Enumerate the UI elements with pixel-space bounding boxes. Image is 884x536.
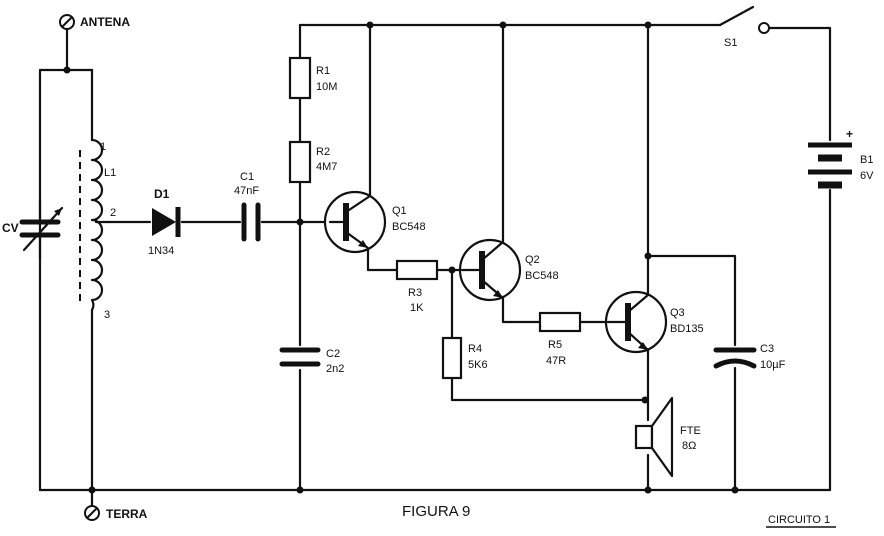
- antenna-label: ANTENA: [80, 15, 130, 29]
- coil-pin1-label: 1: [100, 141, 106, 153]
- q3-ref-label: Q3: [670, 307, 685, 319]
- resistor-r3: R3 1K: [395, 259, 439, 314]
- b1-value-label: 6V: [860, 170, 874, 182]
- b1-polarity-label: +: [846, 127, 853, 141]
- transistor-q3: Q3 BD135: [604, 290, 704, 354]
- resistor-r5: R5 47R: [538, 311, 582, 367]
- transistor-q1: Q1 BC548: [323, 190, 426, 254]
- fte-ref-label: FTE: [680, 425, 701, 437]
- capacitor-c2: C2 2n2: [279, 347, 344, 375]
- q2-value-label: BC548: [525, 270, 559, 282]
- coil-pin2-label: 2: [110, 207, 116, 219]
- b1-ref-label: B1: [860, 154, 873, 166]
- r5-value-label: 47R: [546, 355, 566, 367]
- resistor-r1: R1 10M: [288, 56, 337, 100]
- coil-l1: 1 L1 2 3: [79, 138, 116, 321]
- circuit-tag-label: CIRCUITO 1: [768, 514, 830, 526]
- c1-value-label: 47nF: [234, 185, 259, 197]
- c2-ref-label: C2: [326, 348, 340, 360]
- r3-value-label: 1K: [410, 302, 424, 314]
- r4-value-label: 5K6: [468, 359, 488, 371]
- capacitor-c3: C3 10µF: [713, 343, 786, 371]
- q2-ref-label: Q2: [525, 254, 540, 266]
- c3-ref-label: C3: [760, 343, 774, 355]
- resistor-r4: R4 5K6: [441, 336, 488, 380]
- battery-b1: + B1 6V: [808, 127, 874, 189]
- c1-ref-label: C1: [240, 171, 254, 183]
- diode-d1: D1 1N34: [148, 187, 181, 257]
- resistor-r2: R2 4M7: [288, 140, 337, 184]
- r2-ref-label: R2: [316, 146, 330, 158]
- r1-ref-label: R1: [316, 65, 330, 77]
- switch-s1: S1: [718, 5, 770, 49]
- variable-capacitor-cv: CV: [2, 198, 64, 260]
- speaker-fte: FTE 8Ω: [634, 396, 701, 478]
- r5-ref-label: R5: [548, 339, 562, 351]
- circuit-tag: CIRCUITO 1: [766, 514, 836, 528]
- q3-value-label: BD135: [670, 323, 704, 335]
- antenna-terminal: ANTENA: [59, 14, 130, 30]
- r4-ref-label: R4: [468, 343, 482, 355]
- q1-ref-label: Q1: [392, 205, 407, 217]
- r2-value-label: 4M7: [316, 161, 337, 173]
- fte-value-label: 8Ω: [682, 440, 696, 452]
- junctions: [63, 21, 739, 494]
- transistor-q2: Q2 BC548: [458, 238, 559, 302]
- s1-ref-label: S1: [724, 37, 737, 49]
- coil-ref-label: L1: [104, 167, 116, 179]
- r1-value-label: 10M: [316, 81, 337, 93]
- d1-value-label: 1N34: [148, 245, 174, 257]
- cv-label: CV: [2, 221, 19, 235]
- coil-pin3-label: 3: [104, 309, 110, 321]
- d1-ref-label: D1: [154, 187, 170, 201]
- r3-ref-label: R3: [408, 287, 422, 299]
- q1-value-label: BC548: [392, 221, 426, 233]
- figure-caption: FIGURA 9: [402, 503, 470, 520]
- c2-value-label: 2n2: [326, 363, 344, 375]
- c3-value-label: 10µF: [760, 359, 786, 371]
- ground-terminal: TERRA: [84, 505, 148, 521]
- ground-label: TERRA: [106, 507, 148, 521]
- capacitor-c1: C1 47nF: [234, 171, 261, 242]
